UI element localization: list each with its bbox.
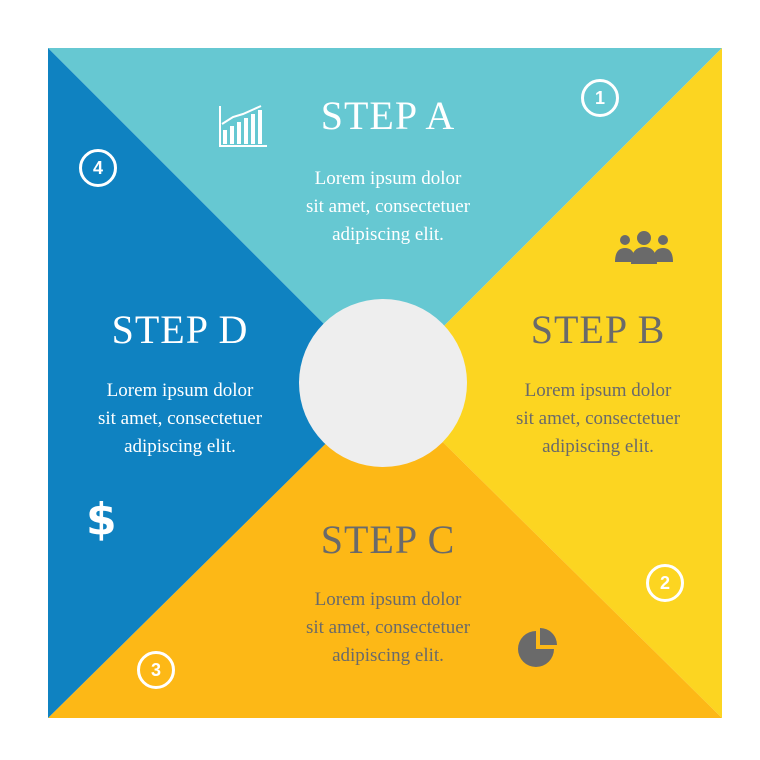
step-d-segment: [48, 48, 385, 718]
step-a-segment: [48, 48, 722, 385]
step-c-number-badge: 3: [137, 651, 175, 689]
step-d-number-badge: 4: [79, 149, 117, 187]
step-c-line: sit amet, consectetuer: [305, 617, 471, 638]
step-d-line: Lorem ipsum dolor: [106, 380, 254, 401]
step-c-line: Lorem ipsum dolor: [314, 589, 462, 610]
step-b-number-badge: 2: [646, 564, 684, 602]
step-d-line: adipiscing elit.: [124, 436, 236, 457]
people-group-icon: [615, 231, 673, 264]
step-b-description: Lorem ipsum dolor sit amet, consectetuer…: [478, 377, 718, 461]
step-d-title: STEP D: [111, 307, 249, 352]
step-a-line: Lorem ipsum dolor: [314, 168, 462, 189]
step-d-line: sit amet, consectetuer: [97, 408, 263, 429]
step-d-description: Lorem ipsum dolor sit amet, consectetuer…: [60, 377, 300, 461]
step-c-description: Lorem ipsum dolor sit amet, consectetuer…: [268, 586, 508, 670]
step-b-line: adipiscing elit.: [542, 436, 654, 457]
step-a-description: Lorem ipsum dolor sit amet, consectetuer…: [268, 165, 508, 249]
dollar-icon: $: [86, 494, 117, 545]
step-b-line: Lorem ipsum dolor: [524, 380, 672, 401]
step-b-segment: [385, 48, 722, 718]
step-c-line: adipiscing elit.: [332, 645, 444, 666]
step-b-line: sit amet, consectetuer: [515, 408, 681, 429]
step-c-title: STEP C: [320, 517, 456, 562]
step-a-title: STEP A: [320, 93, 456, 138]
step-a-line: adipiscing elit.: [332, 224, 444, 245]
step-b-title: STEP B: [530, 307, 666, 352]
bar-chart-icon: [219, 105, 267, 147]
step-a-line: sit amet, consectetuer: [305, 196, 471, 217]
step-a-number-badge: 1: [581, 79, 619, 117]
center-circle: [299, 299, 467, 467]
pie-chart-icon: [518, 628, 557, 667]
